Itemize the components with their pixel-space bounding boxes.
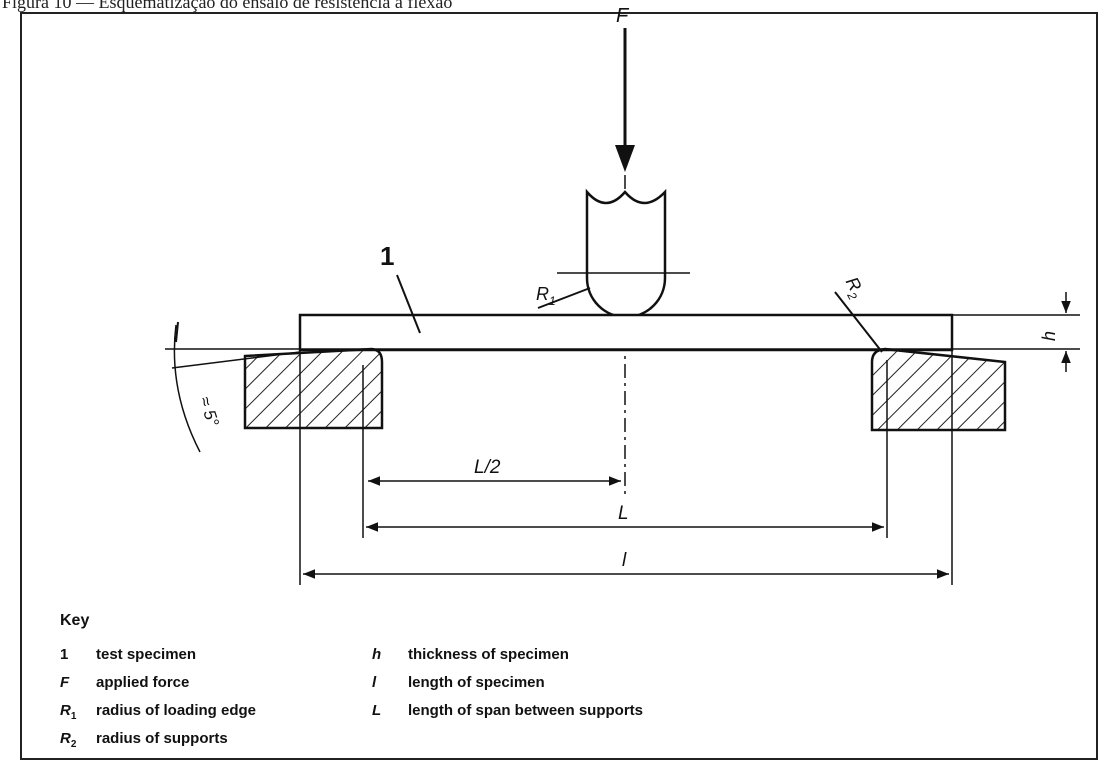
thickness-dimension [952, 292, 1080, 372]
half-span-label: L/2 [474, 457, 501, 478]
loading-radius-leader [537, 287, 591, 309]
test-specimen [298, 313, 954, 352]
force-arrow [615, 28, 635, 172]
figure-caption: Figura 10 — Esquematização do ensaio de … [2, 0, 453, 12]
loading-edge [585, 188, 667, 319]
loading-radius-label: R1 [536, 284, 556, 308]
specimen-number-label: 1 [380, 241, 394, 271]
support-radius-leader [834, 291, 883, 353]
angle-arc [173, 324, 201, 453]
right-support [870, 347, 1007, 432]
span-label: L [618, 503, 629, 524]
specimen-leader [396, 274, 421, 334]
key-title: Key [60, 612, 90, 629]
length-label: l [622, 550, 627, 571]
figure-frame [20, 12, 1098, 760]
thickness-label: h [1039, 331, 1059, 341]
angle-label: ≈ 5° [195, 394, 222, 429]
angle-line [171, 351, 301, 369]
support-radius-label: R2 [838, 274, 869, 303]
left-support [243, 347, 384, 430]
force-label: F [616, 5, 630, 27]
